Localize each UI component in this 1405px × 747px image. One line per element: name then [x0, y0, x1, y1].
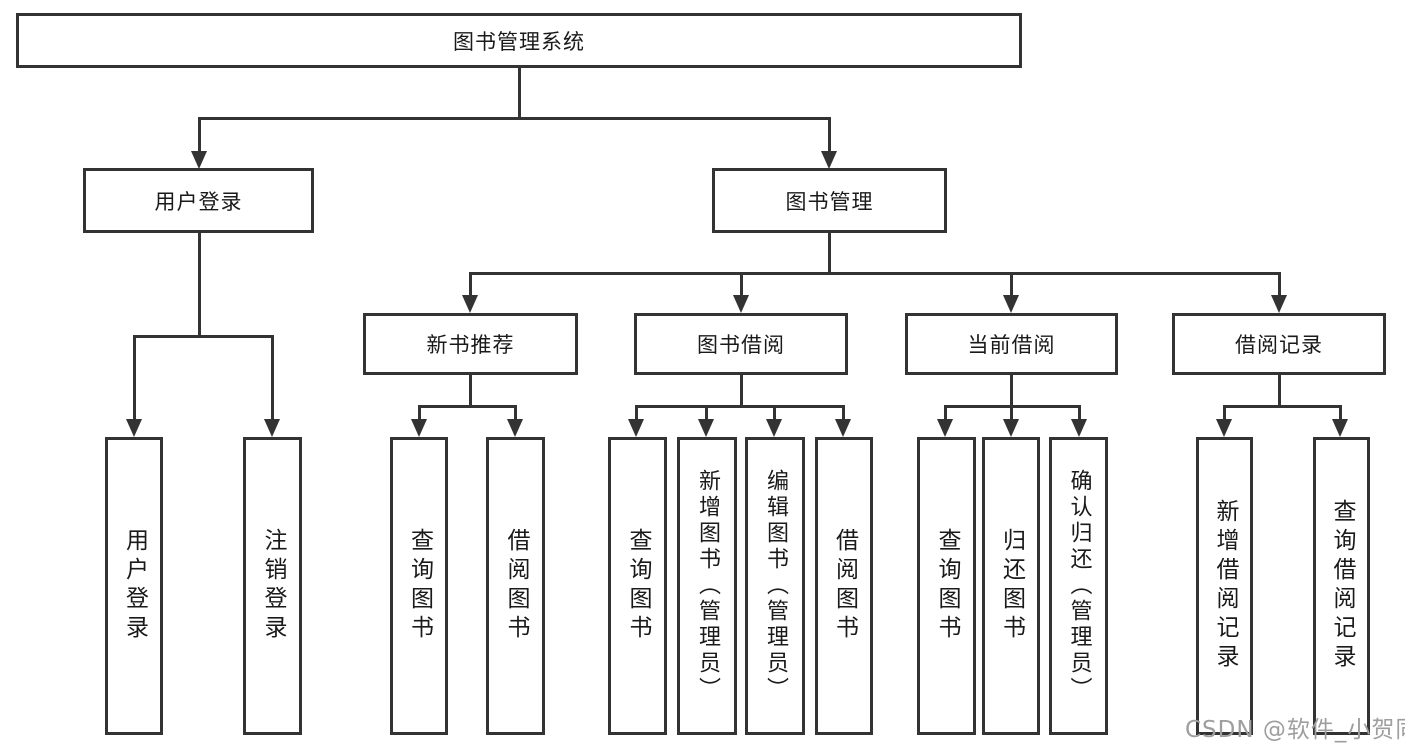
node-book-borrow-label: 图书借阅 — [697, 333, 785, 357]
connector-line — [1078, 405, 1081, 423]
leaf-borrow-book: 借阅图书 — [815, 437, 873, 735]
arrow-down-icon — [1332, 419, 1348, 437]
node-book-borrow: 图书借阅 — [634, 313, 848, 375]
connector-line — [842, 405, 845, 423]
node-current-borrow-label: 当前借阅 — [967, 333, 1056, 357]
connector-line — [635, 405, 845, 408]
watermark: CSDN @软件_小贺同学 — [1185, 717, 1405, 743]
leaf-edit-book-admin: 编辑图书（管理员） — [745, 437, 805, 735]
node-borrow-record-label: 借阅记录 — [1235, 333, 1323, 357]
connector-line — [1278, 375, 1281, 408]
leaf-current-query-book: 查询图书 — [917, 437, 976, 735]
leaf-add-borrow-record-label: 新增借阅记录 — [1212, 499, 1238, 673]
connector-line — [1278, 272, 1281, 299]
arrow-down-icon — [411, 419, 427, 437]
connector-line — [1010, 375, 1013, 408]
connector-line — [469, 375, 472, 408]
node-current-borrow: 当前借阅 — [905, 313, 1118, 375]
leaf-rec-query-book-label: 查询图书 — [406, 528, 433, 644]
leaf-add-borrow-record: 新增借阅记录 — [1196, 437, 1253, 735]
connector-line — [773, 405, 776, 423]
connector-line — [1223, 405, 1226, 423]
connector-line — [418, 405, 517, 408]
connector-line — [828, 117, 831, 155]
node-new-book-recommend-label: 新书推荐 — [426, 333, 515, 357]
leaf-borrow-query-book: 查询图书 — [608, 437, 667, 735]
leaf-query-borrow-record-label: 查询借阅记录 — [1329, 499, 1355, 673]
leaf-user-login: 用户登录 — [105, 437, 163, 735]
leaf-current-query-book-label: 查询图书 — [934, 528, 960, 644]
node-root: 图书管理系统 — [16, 13, 1022, 68]
arrow-down-icon — [1003, 295, 1019, 313]
node-book-management-label: 图书管理 — [785, 189, 874, 214]
connector-line — [198, 233, 201, 338]
node-borrow-record: 借阅记录 — [1172, 313, 1386, 375]
leaf-logout: 注销登录 — [243, 437, 302, 735]
arrow-down-icon — [766, 419, 782, 437]
arrow-down-icon — [462, 295, 478, 313]
connector-line — [705, 405, 708, 423]
leaf-rec-query-book: 查询图书 — [390, 437, 448, 735]
arrow-down-icon — [733, 295, 749, 313]
leaf-confirm-return-admin: 确认归还（管理员） — [1049, 437, 1108, 735]
leaf-logout-label: 注销登录 — [260, 528, 286, 644]
connector-line — [514, 405, 517, 423]
leaf-return-book-label: 归还图书 — [998, 528, 1025, 644]
connector-line — [1010, 272, 1013, 299]
connector-line — [198, 117, 831, 120]
leaf-rec-borrow-book-label: 借阅图书 — [503, 528, 529, 644]
leaf-borrow-book-label: 借阅图书 — [831, 528, 858, 644]
arrow-down-icon — [698, 419, 714, 437]
connector-line — [198, 117, 201, 155]
arrow-down-icon — [264, 419, 280, 437]
leaf-borrow-query-book-label: 查询图书 — [625, 528, 651, 644]
arrow-down-icon — [1216, 419, 1232, 437]
arrow-down-icon — [835, 419, 851, 437]
connector-line — [133, 335, 136, 423]
leaf-user-login-label: 用户登录 — [121, 528, 148, 644]
connector-line — [740, 375, 743, 408]
connector-line — [635, 405, 638, 423]
leaf-confirm-return-admin-label: 确认归还（管理员） — [1066, 469, 1092, 703]
node-user-login: 用户登录 — [83, 168, 314, 233]
connector-line — [828, 233, 831, 275]
connector-line — [1223, 405, 1342, 408]
node-new-book-recommend: 新书推荐 — [363, 313, 578, 375]
node-book-management: 图书管理 — [712, 168, 947, 233]
arrow-down-icon — [126, 419, 142, 437]
arrow-down-icon — [937, 419, 953, 437]
arrow-down-icon — [1271, 295, 1287, 313]
node-root-label: 图书管理系统 — [453, 29, 585, 54]
node-user-login-label: 用户登录 — [154, 189, 243, 214]
leaf-add-book-admin-label: 新增图书（管理员） — [695, 469, 720, 703]
leaf-edit-book-admin-label: 编辑图书（管理员） — [763, 469, 788, 703]
connector-line — [469, 272, 472, 299]
connector-line — [1010, 405, 1013, 423]
connector-line — [418, 405, 421, 423]
arrow-down-icon — [507, 419, 523, 437]
arrow-down-icon — [191, 151, 207, 169]
leaf-rec-borrow-book: 借阅图书 — [486, 437, 545, 735]
connector-line — [133, 335, 274, 338]
connector-line — [469, 272, 1281, 275]
connector-line — [944, 405, 947, 423]
connector-line — [518, 68, 521, 119]
leaf-query-borrow-record: 查询借阅记录 — [1313, 437, 1370, 735]
arrow-down-icon — [1003, 419, 1019, 437]
arrow-down-icon — [821, 151, 837, 169]
arrow-down-icon — [1071, 419, 1087, 437]
leaf-return-book: 归还图书 — [982, 437, 1040, 735]
connector-line — [740, 272, 743, 299]
arrow-down-icon — [628, 419, 644, 437]
connector-line — [271, 335, 274, 423]
connector-line — [1339, 405, 1342, 423]
leaf-add-book-admin: 新增图书（管理员） — [677, 437, 737, 735]
